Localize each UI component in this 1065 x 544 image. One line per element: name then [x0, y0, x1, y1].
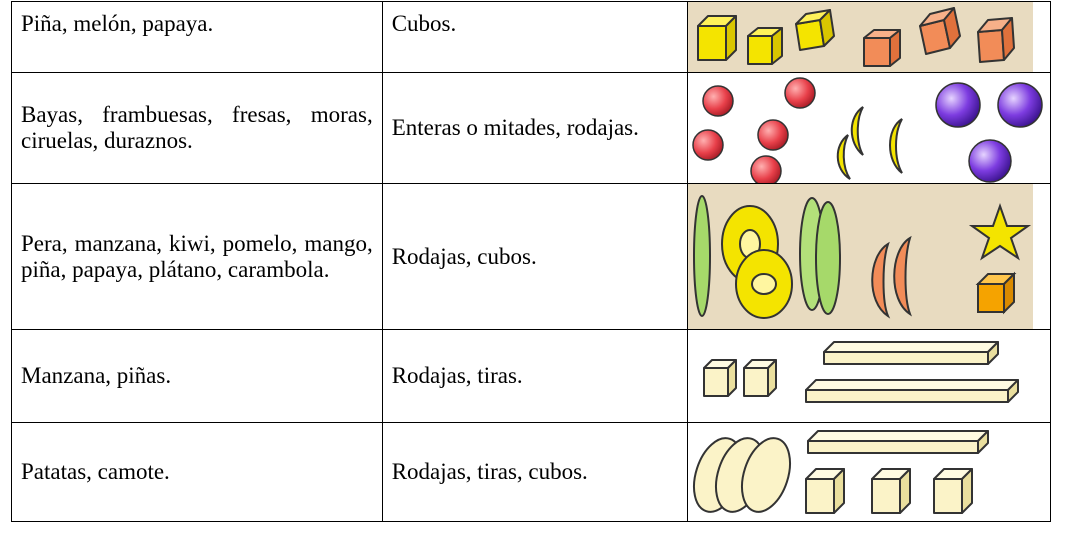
- illustration-cell: [687, 329, 1051, 423]
- fruit-cell: Bayas, frambuesas, fresas, moras, ciruel…: [11, 72, 383, 184]
- fruit-text: Pera, manzana, kiwi, pomelo, mango, piña…: [21, 230, 373, 282]
- table-row: Patatas, camote. Rodajas, tiras, cubos.: [11, 422, 1051, 522]
- table-row: Manzana, piñas. Rodajas, tiras.: [11, 329, 1051, 423]
- slices-star-icon: [688, 184, 1044, 329]
- fruit-text: Bayas, frambuesas, fresas, moras, ciruel…: [21, 102, 373, 153]
- cut-text: Rodajas, tiras, cubos.: [391, 459, 588, 484]
- fruit-text: Piña, melón, papaya.: [21, 11, 214, 36]
- table-row: Piña, melón, papaya. Cubos.: [11, 1, 1051, 73]
- fruit-text: Manzana, piñas.: [21, 363, 172, 388]
- illustration-cell: [687, 183, 1051, 330]
- cut-text: Rodajas, tiras.: [391, 363, 523, 388]
- table-row: Pera, manzana, kiwi, pomelo, mango, piña…: [11, 183, 1051, 330]
- cut-text: Rodajas, cubos.: [391, 243, 537, 269]
- fruit-cuts-table: Piña, melón, papaya. Cubos.: [11, 1, 1051, 522]
- cut-cell: Enteras o mitades, rodajas.: [381, 72, 689, 184]
- cut-cell: Rodajas, cubos.: [381, 183, 689, 330]
- table-row: Bayas, frambuesas, fresas, moras, ciruel…: [11, 72, 1051, 184]
- cubes-sticks-icon: [688, 330, 1044, 422]
- cut-text: Enteras o mitades, rodajas.: [391, 115, 639, 140]
- cut-cell: Rodajas, tiras.: [381, 329, 689, 423]
- fruit-cell: Patatas, camote.: [11, 422, 383, 522]
- slices-sticks-cubes-icon: [688, 423, 1044, 521]
- illustration-cell: [687, 422, 1051, 522]
- fruit-cell: Manzana, piñas.: [11, 329, 383, 423]
- cubes-icon: [688, 2, 1044, 72]
- cut-text: Cubos.: [391, 11, 457, 36]
- illustration-cell: [687, 72, 1051, 184]
- berries-halves-icon: [688, 73, 1044, 183]
- cut-cell: Rodajas, tiras, cubos.: [381, 422, 689, 522]
- fruit-cell: Pera, manzana, kiwi, pomelo, mango, piña…: [11, 183, 383, 330]
- fruit-text: Patatas, camote.: [21, 459, 170, 484]
- illustration-cell: [687, 1, 1051, 73]
- fruit-cell: Piña, melón, papaya.: [11, 1, 383, 73]
- cut-cell: Cubos.: [381, 1, 689, 73]
